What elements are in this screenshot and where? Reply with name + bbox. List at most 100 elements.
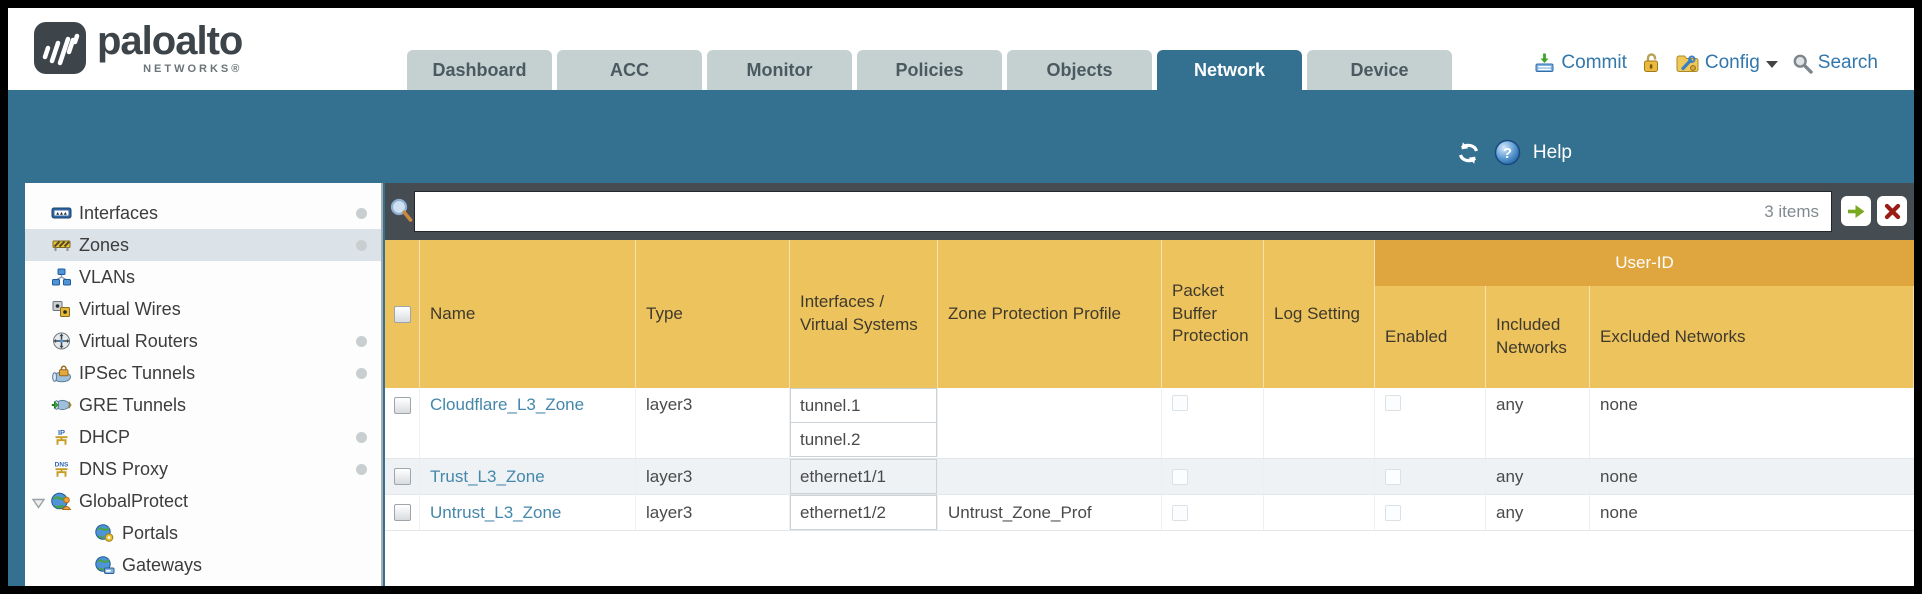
sidebar-item-gateways[interactable]: Gateways — [25, 549, 381, 581]
sidebar-item-label: Portals — [122, 522, 179, 543]
tab-network[interactable]: Network — [1157, 50, 1302, 90]
column-header-name[interactable]: Name — [420, 240, 636, 388]
tab-monitor[interactable]: Monitor — [707, 50, 852, 90]
svg-text:?: ? — [1503, 145, 1512, 162]
gateways-icon — [93, 555, 115, 575]
interface-item: ethernet1/2 — [790, 495, 937, 530]
status-dot — [356, 208, 367, 219]
paloalto-logo-icon — [34, 22, 86, 74]
sidebar-item-label: Interfaces — [79, 202, 159, 223]
zone-name-link[interactable]: Cloudflare_L3_Zone — [430, 395, 585, 414]
help-label: Help — [1532, 141, 1572, 163]
included-networks: any — [1496, 466, 1524, 486]
vlans-icon — [50, 268, 72, 286]
lock-button[interactable] — [1641, 52, 1661, 74]
sidebar-item-virtual-wires[interactable]: Virtual Wires — [25, 293, 381, 325]
packet-buffer-protection-checkbox — [1172, 504, 1188, 521]
portals-icon — [93, 523, 115, 543]
commit-button[interactable]: Commit — [1533, 52, 1627, 74]
filter-input[interactable]: 3 items — [414, 191, 1832, 232]
header-select-all-cell — [385, 240, 420, 388]
interface-item: ethernet1/1 — [790, 459, 937, 494]
packet-buffer-protection-checkbox — [1172, 395, 1188, 411]
tab-policies[interactable]: Policies — [857, 50, 1002, 90]
commit-icon — [1535, 53, 1554, 72]
tab-dashboard[interactable]: Dashboard — [407, 50, 552, 90]
column-header-log-setting[interactable]: Log Setting — [1264, 240, 1375, 388]
column-header-interfaces[interactable]: Interfaces / Virtual Systems — [790, 240, 938, 388]
content-toolbar: ? Help — [1455, 139, 1572, 166]
tab-device[interactable]: Device — [1307, 50, 1452, 90]
sidebar-item-zones[interactable]: Zones — [25, 229, 381, 261]
sidebar-item-label: GlobalProtect — [79, 490, 189, 511]
apply-filter-button[interactable] — [1841, 196, 1871, 226]
zone-type: layer3 — [646, 395, 693, 414]
sidebar-item-gre-tunnels[interactable]: GRE Tunnels — [25, 389, 381, 421]
dns-proxy-icon: DNS — [50, 460, 72, 479]
table-row: Untrust_L3_Zone layer3 ethernet1/2 Untru… — [385, 495, 1914, 531]
row-select-checkbox[interactable] — [393, 468, 411, 485]
green-arrow-icon — [1847, 204, 1864, 218]
sidebar-item-vlans[interactable]: VLANs — [25, 261, 381, 293]
config-menu-button[interactable]: Config — [1675, 52, 1778, 74]
zone-name-link[interactable]: Untrust_L3_Zone — [430, 502, 562, 522]
column-header-excluded-networks[interactable]: Excluded Networks — [1590, 286, 1914, 388]
config-label: Config — [1704, 52, 1760, 73]
user-id-enabled-checkbox — [1385, 395, 1401, 411]
lock-icon — [1643, 53, 1658, 72]
sidebar-item-label: VLANs — [79, 266, 136, 287]
sidebar-item-virtual-routers[interactable]: Virtual Routers — [25, 325, 381, 357]
search-label: Search — [1817, 52, 1878, 73]
main-nav-tabs: Dashboard ACC Monitor Policies Objects N… — [407, 50, 1452, 90]
search-button[interactable]: Search — [1792, 52, 1878, 74]
row-select-checkbox[interactable] — [393, 504, 411, 521]
virtual-wires-icon — [50, 300, 72, 318]
sidebar-item-label: Zones — [79, 234, 130, 255]
status-dot — [356, 336, 367, 347]
select-all-checkbox[interactable] — [393, 305, 411, 323]
column-header-packet-buffer-protection[interactable]: Packet Buffer Protection — [1162, 240, 1264, 388]
expand-triangle-icon[interactable] — [31, 494, 46, 515]
column-header-type[interactable]: Type — [636, 240, 790, 388]
chevron-down-icon — [1765, 61, 1778, 68]
items-count: 3 items — [1764, 201, 1819, 221]
status-dot — [356, 240, 367, 251]
sidebar-item-dns-proxy[interactable]: DNS DNS Proxy — [25, 453, 381, 485]
column-header-zone-protection-profile[interactable]: Zone Protection Profile — [938, 240, 1162, 388]
user-id-enabled-checkbox — [1385, 504, 1401, 521]
zone-type: layer3 — [646, 466, 693, 486]
sidebar-item-globalprotect[interactable]: GlobalProtect — [25, 485, 381, 517]
brand-subtitle: NETWORKS® — [143, 63, 243, 75]
sidebar-item-label: IPSec Tunnels — [79, 362, 196, 383]
sidebar-item-label: Virtual Wires — [79, 298, 181, 319]
tab-acc[interactable]: ACC — [557, 50, 702, 90]
sidebar-item-ipsec-tunnels[interactable]: IPSec Tunnels — [25, 357, 381, 389]
table-row: Trust_L3_Zone layer3 ethernet1/1 any non… — [385, 459, 1914, 495]
sidebar-item-label: Virtual Routers — [79, 330, 198, 351]
refresh-icon[interactable] — [1455, 141, 1482, 165]
sidebar-item-dhcp[interactable]: IP DHCP — [25, 421, 381, 453]
zone-name-link[interactable]: Trust_L3_Zone — [430, 466, 545, 486]
globalprotect-icon — [50, 492, 72, 511]
tab-objects[interactable]: Objects — [1007, 50, 1152, 90]
packet-buffer-protection-checkbox — [1172, 468, 1188, 485]
sidebar-item-portals[interactable]: Portals — [25, 517, 381, 549]
row-select-checkbox[interactable] — [393, 397, 411, 414]
status-dot — [356, 464, 367, 475]
column-header-enabled[interactable]: Enabled — [1375, 286, 1486, 388]
excluded-networks: none — [1600, 502, 1638, 522]
column-header-included-networks[interactable]: Included Networks — [1486, 286, 1590, 388]
help-icon[interactable]: ? — [1494, 139, 1521, 166]
table-row: Cloudflare_L3_Zone layer3 tunnel.1 tunne… — [385, 388, 1914, 459]
sidebar-item-interfaces[interactable]: Interfaces — [25, 197, 381, 229]
interface-item: tunnel.1 — [790, 388, 937, 423]
dhcp-icon: IP — [50, 428, 72, 447]
gre-tunnels-icon — [50, 396, 72, 414]
clear-filter-button[interactable] — [1877, 196, 1907, 226]
zones-icon — [50, 236, 72, 254]
network-sidebar: Interfaces Zones — [25, 183, 383, 586]
sidebar-item-label: DHCP — [79, 426, 131, 447]
excluded-networks: none — [1600, 466, 1638, 486]
red-x-icon — [1884, 203, 1900, 219]
sidebar-item-label: GRE Tunnels — [79, 394, 187, 415]
